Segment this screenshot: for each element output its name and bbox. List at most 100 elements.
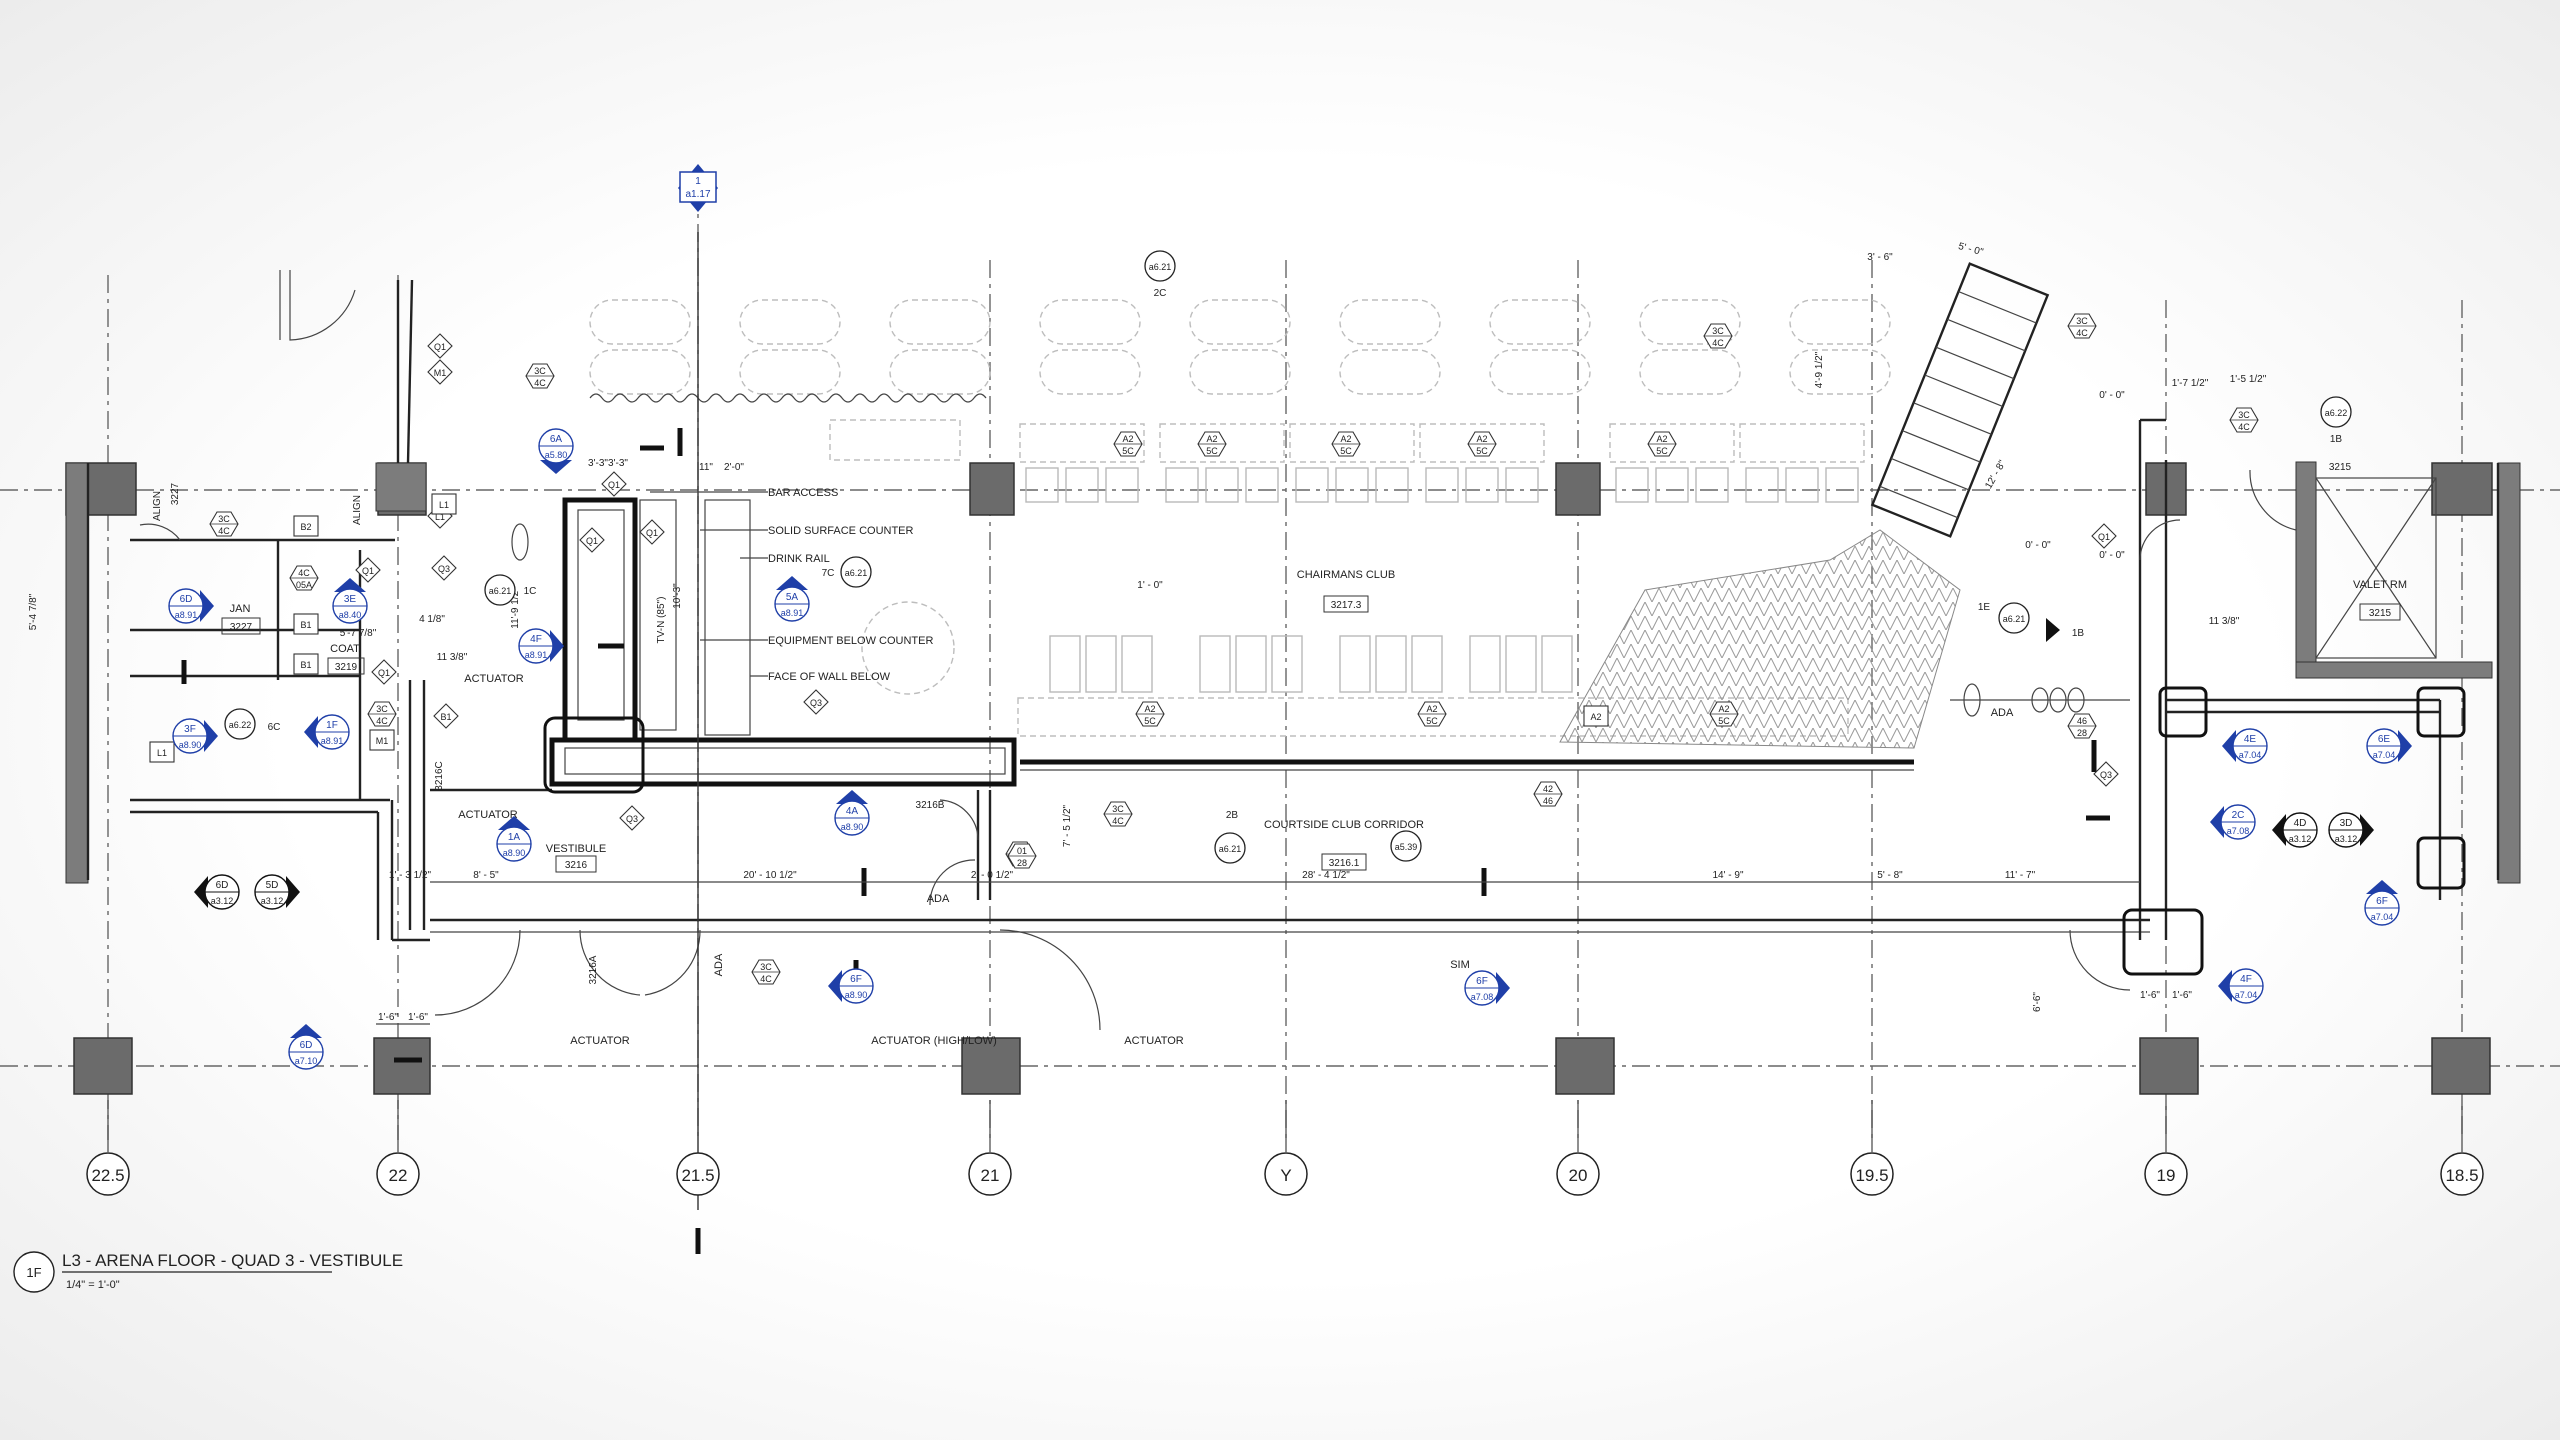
elevation-num[interactable]: 6A bbox=[550, 434, 563, 445]
detail-circle[interactable] bbox=[224, 708, 256, 740]
elevation-ref[interactable]: a8.90 bbox=[503, 848, 526, 858]
elevation-ref[interactable]: a3.12 bbox=[2335, 834, 2358, 844]
tag-box bbox=[149, 741, 175, 763]
elevation-num[interactable]: 5D bbox=[266, 880, 279, 891]
dim-31: 10'-3" bbox=[672, 583, 683, 609]
elevation-num[interactable]: 6F bbox=[1476, 976, 1488, 987]
elevation-marker[interactable]: 2C a7.08 bbox=[2210, 804, 2256, 840]
elevation-num[interactable]: 6F bbox=[850, 974, 862, 985]
detail-circle[interactable] bbox=[1390, 830, 1422, 862]
grid-bubble-label: 18.5 bbox=[2445, 1166, 2478, 1185]
detail-circle-label[interactable]: a5.39 bbox=[1395, 842, 1418, 852]
elevation-marker[interactable]: 4F a7.04 bbox=[2218, 968, 2264, 1004]
elevation-num[interactable]: 6D bbox=[180, 594, 193, 605]
elevation-ref[interactable]: a8.90 bbox=[845, 990, 868, 1000]
elevation-num[interactable]: 6F bbox=[2376, 896, 2388, 907]
elevation-marker[interactable]: 3E a8.40 bbox=[332, 578, 368, 624]
hex-tag-top: A2 bbox=[1122, 434, 1133, 444]
tag-box-label: B1 bbox=[300, 620, 311, 630]
elevation-marker[interactable]: 6D a8.91 bbox=[168, 588, 214, 624]
elevation-marker[interactable]: 4A a8.90 bbox=[834, 790, 870, 836]
elevation-marker[interactable]: 1F a8.91 bbox=[304, 714, 350, 750]
tag-3227: 3227 bbox=[170, 482, 181, 505]
elevation-ref[interactable]: a8.90 bbox=[179, 740, 202, 750]
detail-circle[interactable] bbox=[1998, 602, 2030, 634]
hex-tag-bottom: 5C bbox=[1340, 446, 1352, 456]
elevation-ref[interactable]: a7.04 bbox=[2235, 990, 2258, 1000]
elevation-num[interactable]: 5A bbox=[786, 592, 799, 603]
elevation-num[interactable]: 4E bbox=[2244, 734, 2257, 745]
elevation-marker[interactable]: 1A a8.90 bbox=[496, 816, 532, 862]
detail-circle[interactable] bbox=[840, 556, 872, 588]
elevation-ref[interactable]: a7.04 bbox=[2371, 912, 2394, 922]
elevation-marker[interactable]: 6D a7.10 bbox=[288, 1024, 324, 1070]
tag-box bbox=[1583, 705, 1609, 727]
detail-circle[interactable] bbox=[1214, 832, 1246, 864]
elevation-num[interactable]: 4F bbox=[2240, 974, 2252, 985]
elevation-ref[interactable]: a5.80 bbox=[545, 450, 568, 460]
elevation-ref[interactable]: a7.04 bbox=[2239, 750, 2262, 760]
elevation-num[interactable]: 4A bbox=[846, 806, 859, 817]
elevation-ref[interactable]: a7.08 bbox=[1471, 992, 1494, 1002]
elevation-marker[interactable]: 5D a3.12 bbox=[254, 874, 300, 910]
elevation-num[interactable]: 3E bbox=[344, 594, 357, 605]
elevation-num[interactable]: 4F bbox=[530, 634, 542, 645]
elevation-ref[interactable]: a3.12 bbox=[261, 896, 284, 906]
elevation-num[interactable]: 2C bbox=[2232, 810, 2245, 821]
elevation-ref[interactable]: a7.10 bbox=[295, 1056, 318, 1066]
detail-circle[interactable] bbox=[484, 574, 516, 606]
elevation-num[interactable]: 6D bbox=[216, 880, 229, 891]
detail-circle[interactable] bbox=[1144, 250, 1176, 282]
elevation-ref[interactable]: a8.91 bbox=[175, 610, 198, 620]
tag-box bbox=[293, 613, 319, 635]
elevation-num[interactable]: 6D bbox=[300, 1040, 313, 1051]
elevation-num[interactable]: 1A bbox=[508, 832, 521, 843]
elevation-marker[interactable]: 3D a3.12 bbox=[2328, 812, 2374, 848]
elevation-marker[interactable]: 6A a5.80 bbox=[538, 428, 574, 474]
detail-circle-label[interactable]: a6.21 bbox=[489, 586, 512, 596]
elevation-marker[interactable]: 4F a8.91 bbox=[518, 628, 564, 664]
elevation-num[interactable]: 1F bbox=[326, 720, 338, 731]
highlight-boxes bbox=[543, 686, 2466, 976]
elevation-marker[interactable]: 5A a8.91 bbox=[774, 576, 810, 622]
detail-circle-label[interactable]: a6.21 bbox=[1219, 844, 1242, 854]
detail-circle-label[interactable]: a6.21 bbox=[2003, 614, 2026, 624]
section-ref[interactable]: a1.17 bbox=[685, 189, 710, 200]
elevation-ref[interactable]: a8.91 bbox=[321, 736, 344, 746]
detail-circle-label[interactable]: a6.22 bbox=[229, 720, 252, 730]
detail-circle[interactable] bbox=[2320, 396, 2352, 428]
booth-seat bbox=[1189, 349, 1291, 395]
detail-circle-label[interactable]: a6.21 bbox=[1149, 262, 1172, 272]
hex-tag-bottom: 5C bbox=[1476, 446, 1488, 456]
elevation-marker[interactable]: 6F a7.08 bbox=[1464, 970, 1510, 1006]
tag-diamond-label: Q3 bbox=[438, 564, 450, 574]
elevation-marker[interactable]: 3F a8.90 bbox=[172, 718, 218, 754]
tag-diamond bbox=[431, 555, 457, 581]
grid-tag: 1B bbox=[2072, 628, 2085, 639]
detail-circle-label[interactable]: a6.21 bbox=[845, 568, 868, 578]
elevation-marker[interactable]: 6F a7.04 bbox=[2364, 880, 2400, 926]
elevation-num[interactable]: 4D bbox=[2294, 818, 2307, 829]
elevation-num[interactable]: 3F bbox=[184, 724, 196, 735]
detail-circle-label[interactable]: a6.22 bbox=[2325, 408, 2348, 418]
elevation-marker[interactable]: 4D a3.12 bbox=[2272, 812, 2318, 848]
grid-bubble bbox=[1556, 1152, 1600, 1196]
hex-tag-bottom: 5C bbox=[1656, 446, 1668, 456]
elevation-ref[interactable]: a8.90 bbox=[841, 822, 864, 832]
elevation-ref[interactable]: a8.40 bbox=[339, 610, 362, 620]
elevation-ref[interactable]: a7.08 bbox=[2227, 826, 2250, 836]
tag-diamond bbox=[601, 471, 627, 497]
elevation-num[interactable]: 3D bbox=[2340, 818, 2353, 829]
booth-seat bbox=[889, 349, 991, 395]
elevation-marker[interactable]: 6E a7.04 bbox=[2366, 728, 2412, 764]
elevation-ref[interactable]: a8.91 bbox=[525, 650, 548, 660]
elevation-ref[interactable]: a7.04 bbox=[2373, 750, 2396, 760]
elevation-num[interactable]: 6E bbox=[2378, 734, 2391, 745]
elevation-ref[interactable]: a8.91 bbox=[781, 608, 804, 618]
elevation-ref[interactable]: a3.12 bbox=[211, 896, 234, 906]
elevation-ref[interactable]: a3.12 bbox=[2289, 834, 2312, 844]
tag-3216c: 3216C bbox=[434, 761, 445, 790]
elevation-marker[interactable]: 6F a8.90 bbox=[828, 968, 874, 1004]
elevation-marker[interactable]: 6D a3.12 bbox=[194, 874, 240, 910]
elevation-marker[interactable]: 4E a7.04 bbox=[2222, 728, 2268, 764]
